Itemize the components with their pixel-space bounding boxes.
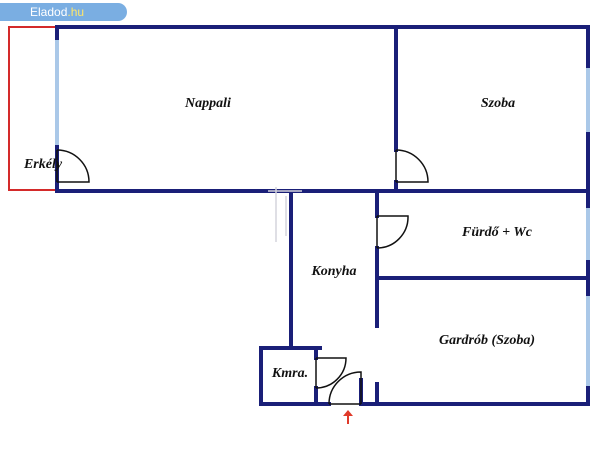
balcony-outline	[8, 26, 57, 191]
site-logo-domain: .hu	[67, 5, 85, 19]
windows	[55, 40, 590, 386]
room-label-gardrob: Gardrób (Szoba)	[439, 333, 535, 348]
entrance-arrow-icon	[343, 410, 353, 424]
room-label-szoba: Szoba	[481, 96, 515, 111]
room-label-erkely: Erkély	[23, 157, 63, 172]
door-bathroom	[376, 215, 409, 249]
room-label-kamra: Kmra.	[271, 366, 308, 381]
room-label-furdo: Fürdő + Wc	[461, 225, 533, 240]
site-logo-name: Eladod	[30, 5, 68, 19]
site-logo-badge: Eladod.hu	[0, 3, 127, 21]
door-bedroom	[395, 149, 429, 183]
room-label-konyha: Konyha	[310, 264, 356, 279]
door-balcony	[56, 149, 90, 183]
watermark-mark	[268, 187, 302, 242]
door-entrance	[328, 371, 362, 405]
door-pantry	[315, 357, 347, 389]
room-label-nappali: Nappali	[184, 96, 231, 111]
